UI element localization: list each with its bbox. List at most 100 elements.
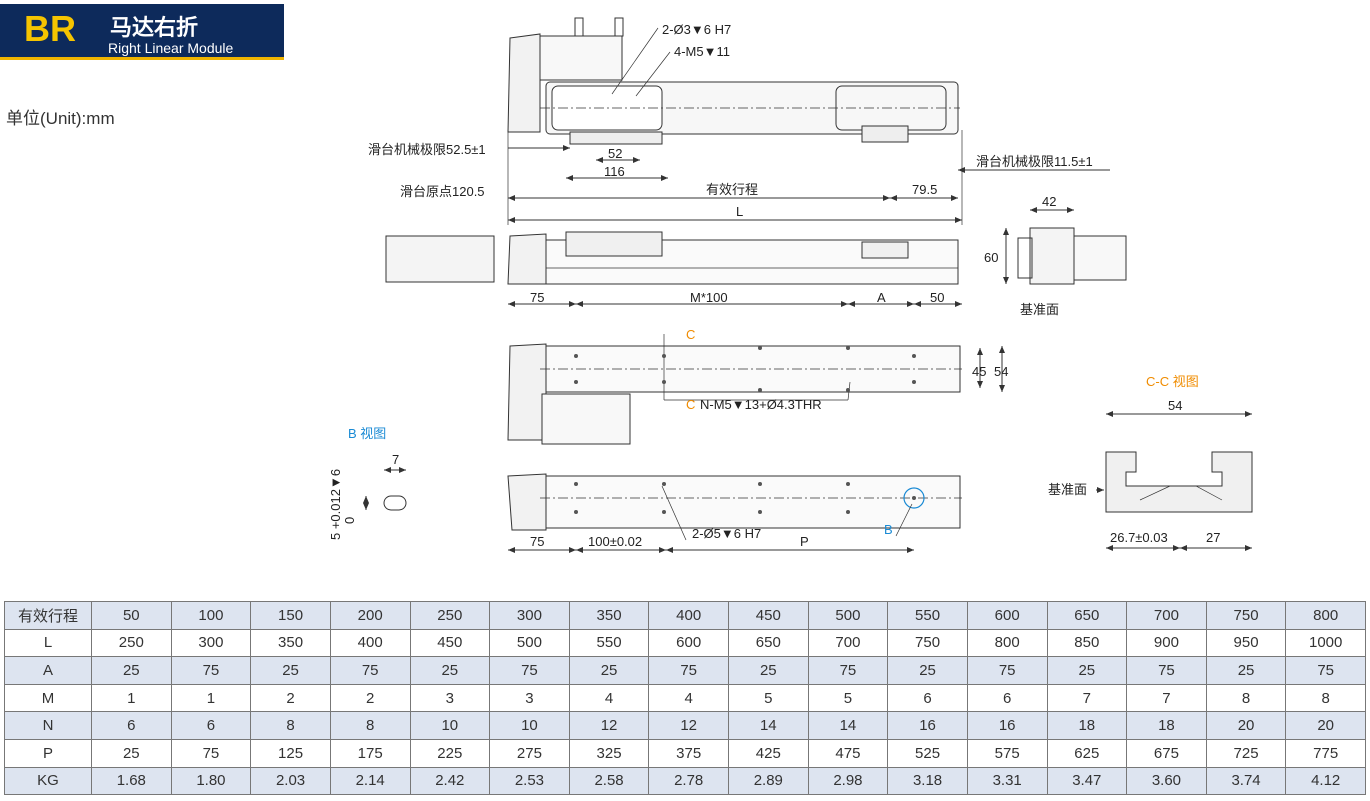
table-cell: 3 <box>409 683 491 713</box>
table-cell: 4 <box>568 683 650 713</box>
table-cell: 25 <box>1205 656 1287 685</box>
table-cell: 3.31 <box>966 766 1048 796</box>
table-cell: 75 <box>648 656 729 685</box>
table-row-header: 有效行程 <box>4 601 92 630</box>
dim-100: 100±0.02 <box>588 534 642 549</box>
table-cell: 2.58 <box>568 766 650 796</box>
table-cell: 425 <box>728 738 809 768</box>
table-cell: 10 <box>489 711 570 740</box>
table-cell: 25 <box>568 656 650 685</box>
dim-79-5: 79.5 <box>912 182 937 197</box>
label-pin-holes-2: 2-Ø5▼6 H7 <box>692 526 761 541</box>
label-b-view: B 视图 <box>348 426 386 441</box>
model-title-en: Right Linear Module <box>108 40 234 56</box>
table-cell: 4 <box>648 683 729 713</box>
dim-75-b: 75 <box>530 534 544 549</box>
table-cell: 300 <box>170 628 252 658</box>
table-cell: 250 <box>91 628 172 658</box>
table-cell: 4.12 <box>1285 766 1366 796</box>
label-stroke: 有效行程 <box>706 182 758 197</box>
table-cell: 900 <box>1126 628 1207 658</box>
dim-52: 52 <box>608 146 622 161</box>
dim-45: 45 <box>972 364 986 379</box>
table-cell: 8 <box>329 711 411 740</box>
table-cell: 12 <box>648 711 729 740</box>
table-cell: 75 <box>807 656 889 685</box>
table-cell: 500 <box>489 628 570 658</box>
table-cell: 25 <box>91 656 172 685</box>
table-cell: 675 <box>1126 738 1207 768</box>
table-cell: 75 <box>329 656 411 685</box>
table-cell: 700 <box>1126 601 1207 630</box>
table-cell: 75 <box>170 656 252 685</box>
unit-label: 单位(Unit):mm <box>6 109 115 128</box>
table-cell: 6 <box>91 711 172 740</box>
table-cell: 2 <box>329 683 411 713</box>
table-row-header: P <box>4 738 92 768</box>
table-cell: 275 <box>489 738 570 768</box>
end-view <box>1003 207 1127 285</box>
table-cell: 800 <box>1285 601 1366 630</box>
table-cell: 20 <box>1285 711 1366 740</box>
table-cell: 800 <box>966 628 1048 658</box>
table-cell: 75 <box>170 738 252 768</box>
cc-view <box>1096 411 1253 551</box>
table-cell: 25 <box>887 656 968 685</box>
dim-75-a: 75 <box>530 290 544 305</box>
table-cell: 7 <box>1126 683 1207 713</box>
table-cell: 525 <box>887 738 968 768</box>
label-mount-holes: N-M5▼13+Ø4.3THR <box>700 397 822 412</box>
label-cc-view: C-C 视图 <box>1146 374 1199 389</box>
table-cell: 18 <box>1046 711 1128 740</box>
dim-27: 27 <box>1206 530 1220 545</box>
table-cell: 2.89 <box>728 766 809 796</box>
table-cell: 3 <box>489 683 570 713</box>
table-cell: 550 <box>887 601 968 630</box>
side-view <box>385 231 962 307</box>
table-cell: 16 <box>966 711 1048 740</box>
table-cell: 14 <box>807 711 889 740</box>
table-cell: 10 <box>409 711 491 740</box>
table-cell: 12 <box>568 711 650 740</box>
table-cell: 75 <box>489 656 570 685</box>
table-cell: 2.98 <box>807 766 889 796</box>
table-cell: 3.74 <box>1205 766 1287 796</box>
table-cell: 2.78 <box>648 766 729 796</box>
table-cell: 2.53 <box>489 766 570 796</box>
hole-markers <box>574 346 916 514</box>
table-cell: 7 <box>1046 683 1128 713</box>
dim-slot-zero: 0 <box>342 517 357 524</box>
table-cell: 25 <box>91 738 172 768</box>
label-b-mark: B <box>884 522 893 537</box>
dim-7: 7 <box>392 452 399 467</box>
table-cell: 650 <box>728 628 809 658</box>
table-cell: 1 <box>91 683 172 713</box>
dim-A: A <box>877 290 886 305</box>
model-title-zh: 马达右折 <box>110 16 199 41</box>
table-cell: 950 <box>1205 628 1287 658</box>
table-cell: 450 <box>728 601 809 630</box>
table-row-header: L <box>4 628 92 658</box>
table-cell: 350 <box>250 628 331 658</box>
dim-L: L <box>736 204 743 219</box>
dim-116: 116 <box>604 164 625 179</box>
table-row-header: N <box>4 711 92 740</box>
top-view <box>507 17 1110 225</box>
table-cell: 125 <box>250 738 331 768</box>
table-cell: 375 <box>648 738 729 768</box>
model-code: BR <box>24 8 76 49</box>
table-cell: 150 <box>250 601 331 630</box>
table-cell: 775 <box>1285 738 1366 768</box>
table-cell: 6 <box>887 683 968 713</box>
table-cell: 100 <box>170 601 252 630</box>
table-cell: 14 <box>728 711 809 740</box>
table-cell: 250 <box>409 601 491 630</box>
table-cell: 700 <box>807 628 889 658</box>
table-cell: 500 <box>807 601 889 630</box>
table-cell: 1.80 <box>170 766 252 796</box>
